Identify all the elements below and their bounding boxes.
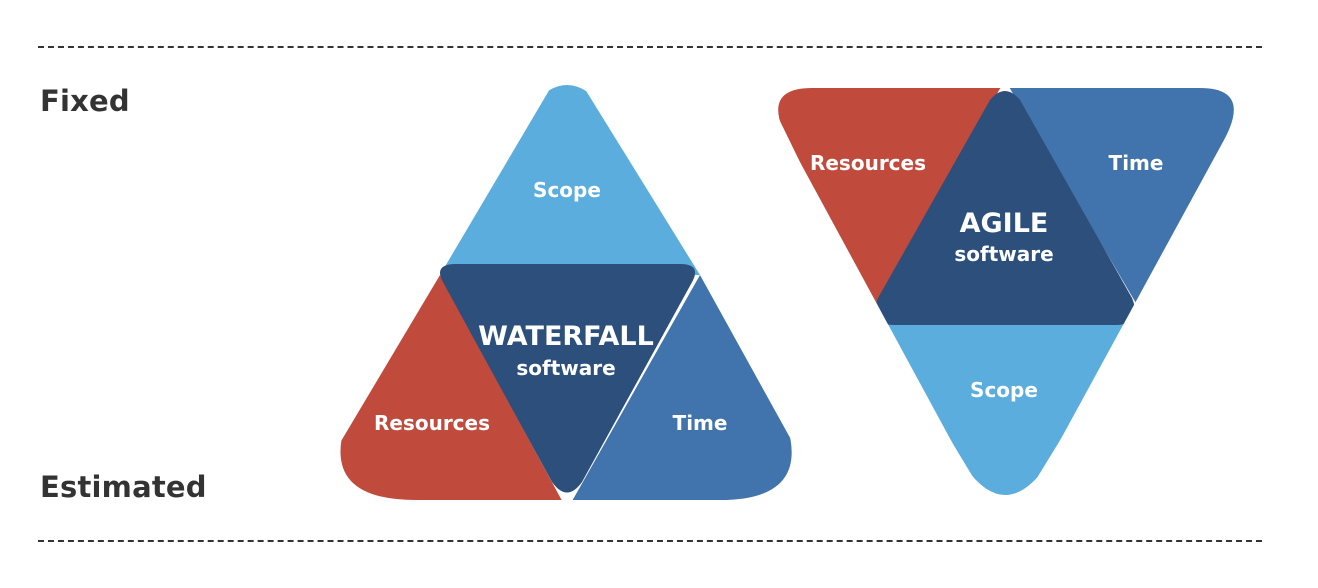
waterfall-scope-label: Scope <box>533 178 601 202</box>
waterfall-resources-label: Resources <box>374 411 490 435</box>
waterfall-center-segment <box>440 264 696 493</box>
agile-resources-label: Resources <box>810 151 926 175</box>
fixed-row-label: Fixed <box>40 84 130 118</box>
waterfall-resources-segment <box>340 275 567 500</box>
top-dashed-divider <box>38 46 1262 48</box>
agile-scope-label: Scope <box>970 378 1038 402</box>
waterfall-scope-segment <box>440 85 700 275</box>
agile-time-label: Time <box>1109 151 1164 175</box>
bottom-dashed-divider <box>38 540 1262 542</box>
agile-title: AGILE <box>960 208 1049 239</box>
agile-time-segment <box>1005 88 1234 310</box>
agile-scope-segment <box>872 310 1140 495</box>
waterfall-triangle <box>340 85 792 500</box>
waterfall-time-segment <box>567 275 792 500</box>
agile-subtitle: software <box>954 242 1053 266</box>
agile-center-segment <box>874 91 1136 325</box>
agile-triangle <box>778 88 1234 495</box>
agile-resources-segment <box>778 88 1005 310</box>
estimated-row-label: Estimated <box>40 470 207 504</box>
waterfall-title: WATERFALL <box>478 321 654 352</box>
waterfall-time-label: Time <box>673 411 728 435</box>
waterfall-subtitle: software <box>516 356 615 380</box>
